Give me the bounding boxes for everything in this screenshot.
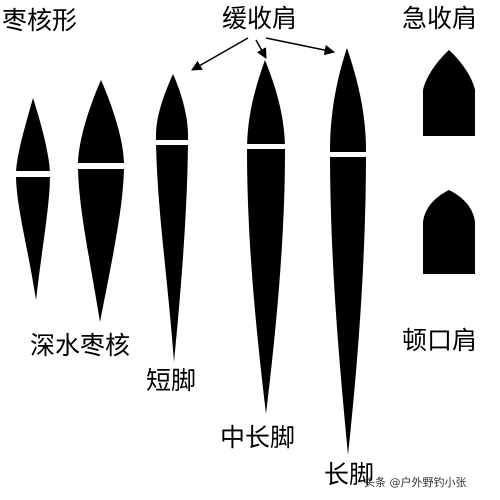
shenshui-zaohe-float-band: [74, 163, 128, 169]
label-duanjiao: 短脚: [146, 366, 197, 395]
arrow-to-changjiao: [265, 37, 336, 56]
pointer-arrows: [191, 37, 336, 71]
watermark: 头条 @户外野钓小张: [364, 476, 467, 489]
shenshui-zaohe-float: [74, 80, 128, 322]
zaohe-float-body: [16, 98, 50, 300]
zaohe-float: [10, 98, 56, 300]
duanjiao-float-band: [152, 140, 192, 145]
dunkoujian-top: [423, 190, 475, 274]
label-zaohe: 枣核形: [2, 6, 78, 35]
label-zhongchangjiao: 中长脚: [220, 423, 296, 452]
label-jishoujian: 急收肩: [402, 4, 478, 33]
jishoujian-top: [423, 50, 475, 136]
shenshui-zaohe-float-body: [78, 80, 124, 322]
zaohe-float-band: [10, 171, 56, 177]
zhongchangjiao-float-body: [247, 60, 285, 414]
changjiao-float: [326, 48, 370, 455]
arrow-to-zhongchangjiao: [255, 39, 267, 59]
label-changjiao: 长脚: [324, 460, 375, 489]
label-shenshui-zaohe: 深水枣核: [30, 331, 131, 360]
duanjiao-float-body: [156, 74, 188, 362]
label-dunkoujian: 顿口肩: [402, 326, 478, 355]
changjiao-float-band: [326, 152, 370, 157]
arrow-to-duanjiao: [191, 37, 249, 71]
changjiao-float-body: [330, 48, 366, 455]
duanjiao-float: [152, 74, 192, 362]
zhongchangjiao-float-band: [243, 144, 289, 149]
zhongchangjiao-float: [243, 60, 289, 414]
label-huanshoujian: 缓收肩: [222, 4, 298, 33]
